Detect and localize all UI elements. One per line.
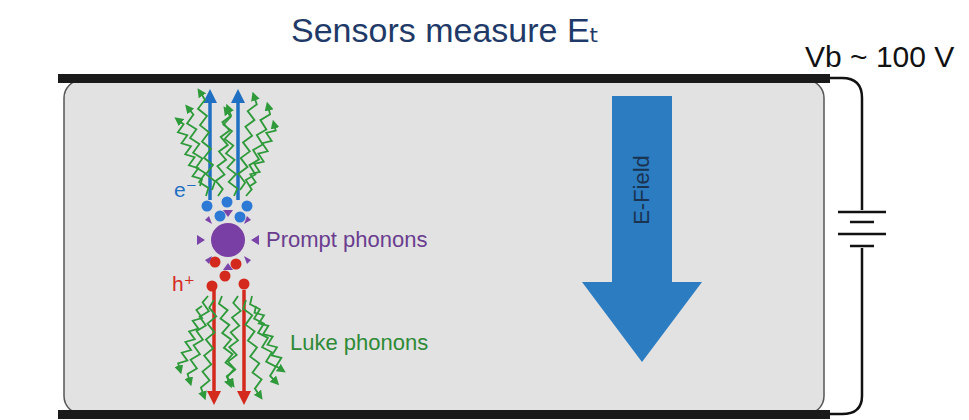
luke-phonon-zigzag (201, 300, 216, 396)
luke-phonon-zigzag (198, 92, 215, 190)
luke-phonon-zigzag (178, 120, 202, 186)
prompt-phonon-burst (197, 210, 259, 270)
bias-voltage-label: Vb ~ 100 V (803, 40, 956, 74)
diagram-title: Sensors measure Eₜ (291, 10, 600, 50)
top-electrode (58, 74, 830, 83)
e-field-label: E-Field (629, 155, 655, 225)
prompt-phonons-label: Prompt phonons (266, 227, 427, 253)
luke-phonon-zigzag (227, 296, 241, 384)
crystal (64, 80, 824, 414)
charge-drift-arrows (210, 96, 244, 398)
luke-phonon-zigzag (250, 124, 276, 186)
battery-symbol (838, 212, 886, 246)
bias-wire (830, 248, 862, 414)
luke-phonon-zigzag (223, 110, 237, 196)
bottom-electrode (58, 410, 830, 419)
e-field-arrow (582, 96, 702, 362)
luke-phonon-zigzag (178, 306, 202, 370)
electron-label: e⁻ (174, 178, 197, 202)
luke-phonon-zigzag (219, 296, 234, 384)
bias-wire (830, 78, 862, 210)
hole-label: h⁺ (172, 272, 195, 296)
holes (207, 257, 250, 292)
luke-phonon-zigzag (255, 306, 283, 370)
luke-phonons-label: Luke phonons (290, 330, 428, 356)
